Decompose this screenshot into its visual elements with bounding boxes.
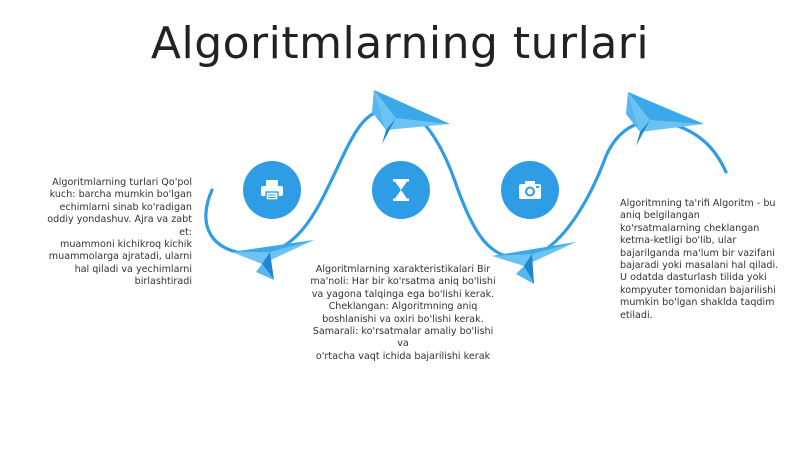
text-block-tarifi: Algoritmning ta'rifi Algoritm - bu aniq … [620, 198, 780, 322]
text-line: U odatda dasturlash tilida yoki [620, 272, 767, 284]
text-line: ketma-ketligi bo'lib, ular [620, 235, 737, 247]
paper-plane-1-icon [232, 240, 314, 280]
text-line: etiladi. [620, 309, 653, 321]
text-line: oddiy yondashuv. Ajra va zabt et: [47, 214, 192, 238]
hourglass-circle [372, 161, 430, 219]
text-line: bajarilganda ma'lum bir vazifani [620, 247, 775, 259]
text-line: Cheklangan: Algoritmning aniq [328, 301, 478, 313]
paper-plane-2-icon [372, 90, 450, 144]
paper-plane-4-icon [626, 92, 704, 146]
printer-icon [261, 180, 283, 201]
text-line: birlashtiradi [134, 276, 192, 288]
text-line: mumkin bo'lgan shaklda taqdim [620, 297, 775, 309]
camera-icon [519, 181, 541, 199]
hourglass-icon [393, 179, 409, 201]
text-line: Algoritmlarning turlari Qo'pol [52, 177, 192, 188]
text-line: kuch: barcha mumkin bo'lgan [49, 189, 192, 201]
text-line: muammoni kichikroq kichik [60, 239, 192, 251]
text-line: va yagona talqinga ega bo'lishi kerak. [311, 288, 495, 300]
text-line: ma'noli: Har bir ko'rsatma aniq bo'lishi [310, 276, 496, 288]
camera-circle [501, 161, 559, 219]
text-line: echimlarni sinab ko'radigan [59, 201, 193, 213]
text-line: ko'rsatmalarning cheklangan [620, 222, 760, 234]
paper-plane-3-icon [492, 242, 576, 284]
text-block-xarakteristikalari: Algoritmlarning xarakteristikalari Bir m… [306, 264, 500, 363]
text-line: bajaradi yoki masalani hal qiladi. [620, 260, 779, 272]
text-line: Algoritmning ta'rifi Algoritm - bu [620, 198, 776, 209]
text-line: Algoritmlarning xarakteristikalari Bir [315, 264, 491, 275]
text-line: muammolarga ajratadi, ularni [48, 251, 192, 263]
text-line: aniq belgilangan [620, 210, 700, 222]
slide-title: Algoritmlarning turlari [150, 18, 650, 69]
text-line: boshlanishi va oxiri bo'lishi kerak. [322, 313, 484, 325]
text-line: o'rtacha vaqt ichida bajarilishi kerak [315, 350, 491, 362]
text-block-turlari: Algoritmlarning turlari Qo'pol kuch: bar… [34, 177, 192, 289]
text-line: kompyuter tomonidan bajarilishi [620, 284, 776, 296]
printer-circle [243, 161, 301, 219]
text-line: Samarali: ko'rsatmalar amaliy bo'lishi v… [312, 326, 494, 350]
text-line: hal qiladi va yechimlarni [74, 263, 192, 275]
